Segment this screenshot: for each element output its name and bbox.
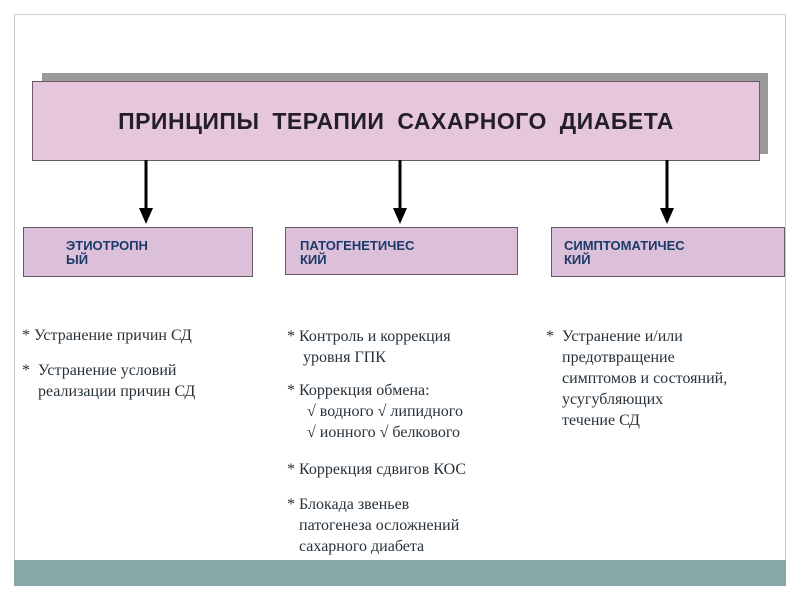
right-item-1: * Устранение и/или предотвращение симпто… <box>546 328 728 429</box>
middle-item-4: * Блокада звеньев патогенеза осложнений … <box>287 496 460 555</box>
middle-item-1: * Контроль и коррекция уровня ГПК <box>287 328 451 366</box>
arrow-middle <box>393 160 407 224</box>
middle-item-2: * Коррекция обмена: √ водного √ липидног… <box>287 382 463 441</box>
category-pathogenetic-label: ПАТОГЕНЕТИЧЕС КИЙ <box>300 238 415 267</box>
arrow-left <box>139 160 153 224</box>
left-item-1: * Устранение причин СД <box>22 327 192 344</box>
left-item-2: * Устранение условий реализации причин С… <box>22 362 196 400</box>
category-symptomatic-label: СИМПТОМАТИЧЕС КИЙ <box>564 238 685 267</box>
category-symptomatic: СИМПТОМАТИЧЕС КИЙ <box>551 227 785 277</box>
title: ПРИНЦИПЫ ТЕРАПИИ САХАРНОГО ДИАБЕТА <box>118 107 674 134</box>
category-etiotropic-label: ЭТИОТРОПН ЫЙ <box>66 238 148 267</box>
title-box: ПРИНЦИПЫ ТЕРАПИИ САХАРНОГО ДИАБЕТА <box>32 81 760 161</box>
middle-item-3: * Коррекция сдвигов КОС <box>287 461 467 478</box>
category-etiotropic: ЭТИОТРОПН ЫЙ <box>23 227 253 277</box>
bottom-bar <box>14 560 786 586</box>
category-pathogenetic: ПАТОГЕНЕТИЧЕС КИЙ <box>285 227 518 275</box>
arrow-right <box>660 160 674 224</box>
